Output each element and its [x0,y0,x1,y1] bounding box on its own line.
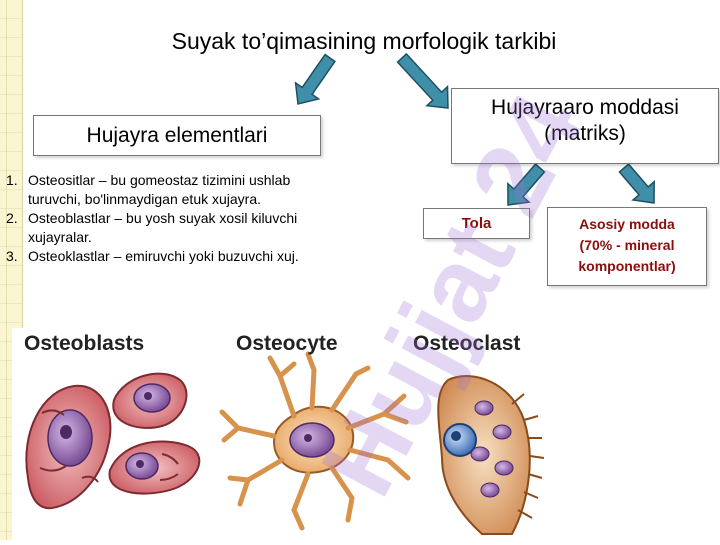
list-item-text-line-1: Osteoblastlar – bu yosh suyak xosil kilu… [28,210,298,226]
osteoblasts-caption: Osteoblasts [24,332,145,355]
list-item-text-line-2: turuvchi, bo'linmaydigan etuk xujayra. [28,191,262,207]
ground-substance-line-3: komponentlar) [578,258,676,274]
matrix-heading: Hujayraaro moddasi [491,96,679,119]
list-item: 2. Osteoblastlar – bu yosh suyak xosil k… [6,209,391,247]
osteocyte-caption: Osteocyte [236,332,338,355]
cell-elements-heading: Hujayra elementlari [86,124,268,147]
arrow-to-ground-substance [618,163,655,204]
arrow-to-matrix [396,52,449,109]
osteoclast-caption: Osteoclast [413,332,521,355]
matrix-subheading: (matriks) [544,122,626,145]
list-item-text-line-2: xujayralar. [28,229,92,245]
list-item-number: 3. [6,248,18,264]
osteoblasts-drawing [25,372,201,510]
osteocyte-drawing [219,351,411,531]
ground-substance-box: Asosiy modda (70% - mineral komponentlar… [547,207,707,286]
page-title: Suyak to’qimasining morfologik tarkibi [171,28,557,54]
list-item: 3. Osteoklastlar – emiruvchi yoki buzuvc… [6,247,391,266]
list-item-number: 2. [6,210,18,226]
arrow-to-cell-elements [294,53,336,105]
cell-elements-box: Hujayra elementlari [33,115,321,156]
osteoclast-drawing [437,375,545,535]
list-item-text-line-1: Osteositlar – bu gomeostaz tizimini ushl… [28,172,291,188]
list-item-number: 1. [6,172,18,188]
fiber-box: Tola [423,208,530,239]
fiber-label: Tola [461,215,492,232]
cell-elements-list: 1. Osteositlar – bu gomeostaz tizimini u… [6,171,391,266]
list-item: 1. Osteositlar – bu gomeostaz tizimini u… [6,171,391,209]
bone-cells-illustration [12,328,554,540]
intercellular-matrix-box: Hujayraaro moddasi (matriks) [451,88,719,164]
ground-substance-line-2: (70% - mineral [579,237,675,253]
list-item-text-line-1: Osteoklastlar – emiruvchi yoki buzuvchi … [28,248,299,264]
arrow-to-fiber [507,163,546,206]
bone-cells-drawing [25,351,545,535]
ground-substance-line-1: Asosiy modda [579,216,675,232]
